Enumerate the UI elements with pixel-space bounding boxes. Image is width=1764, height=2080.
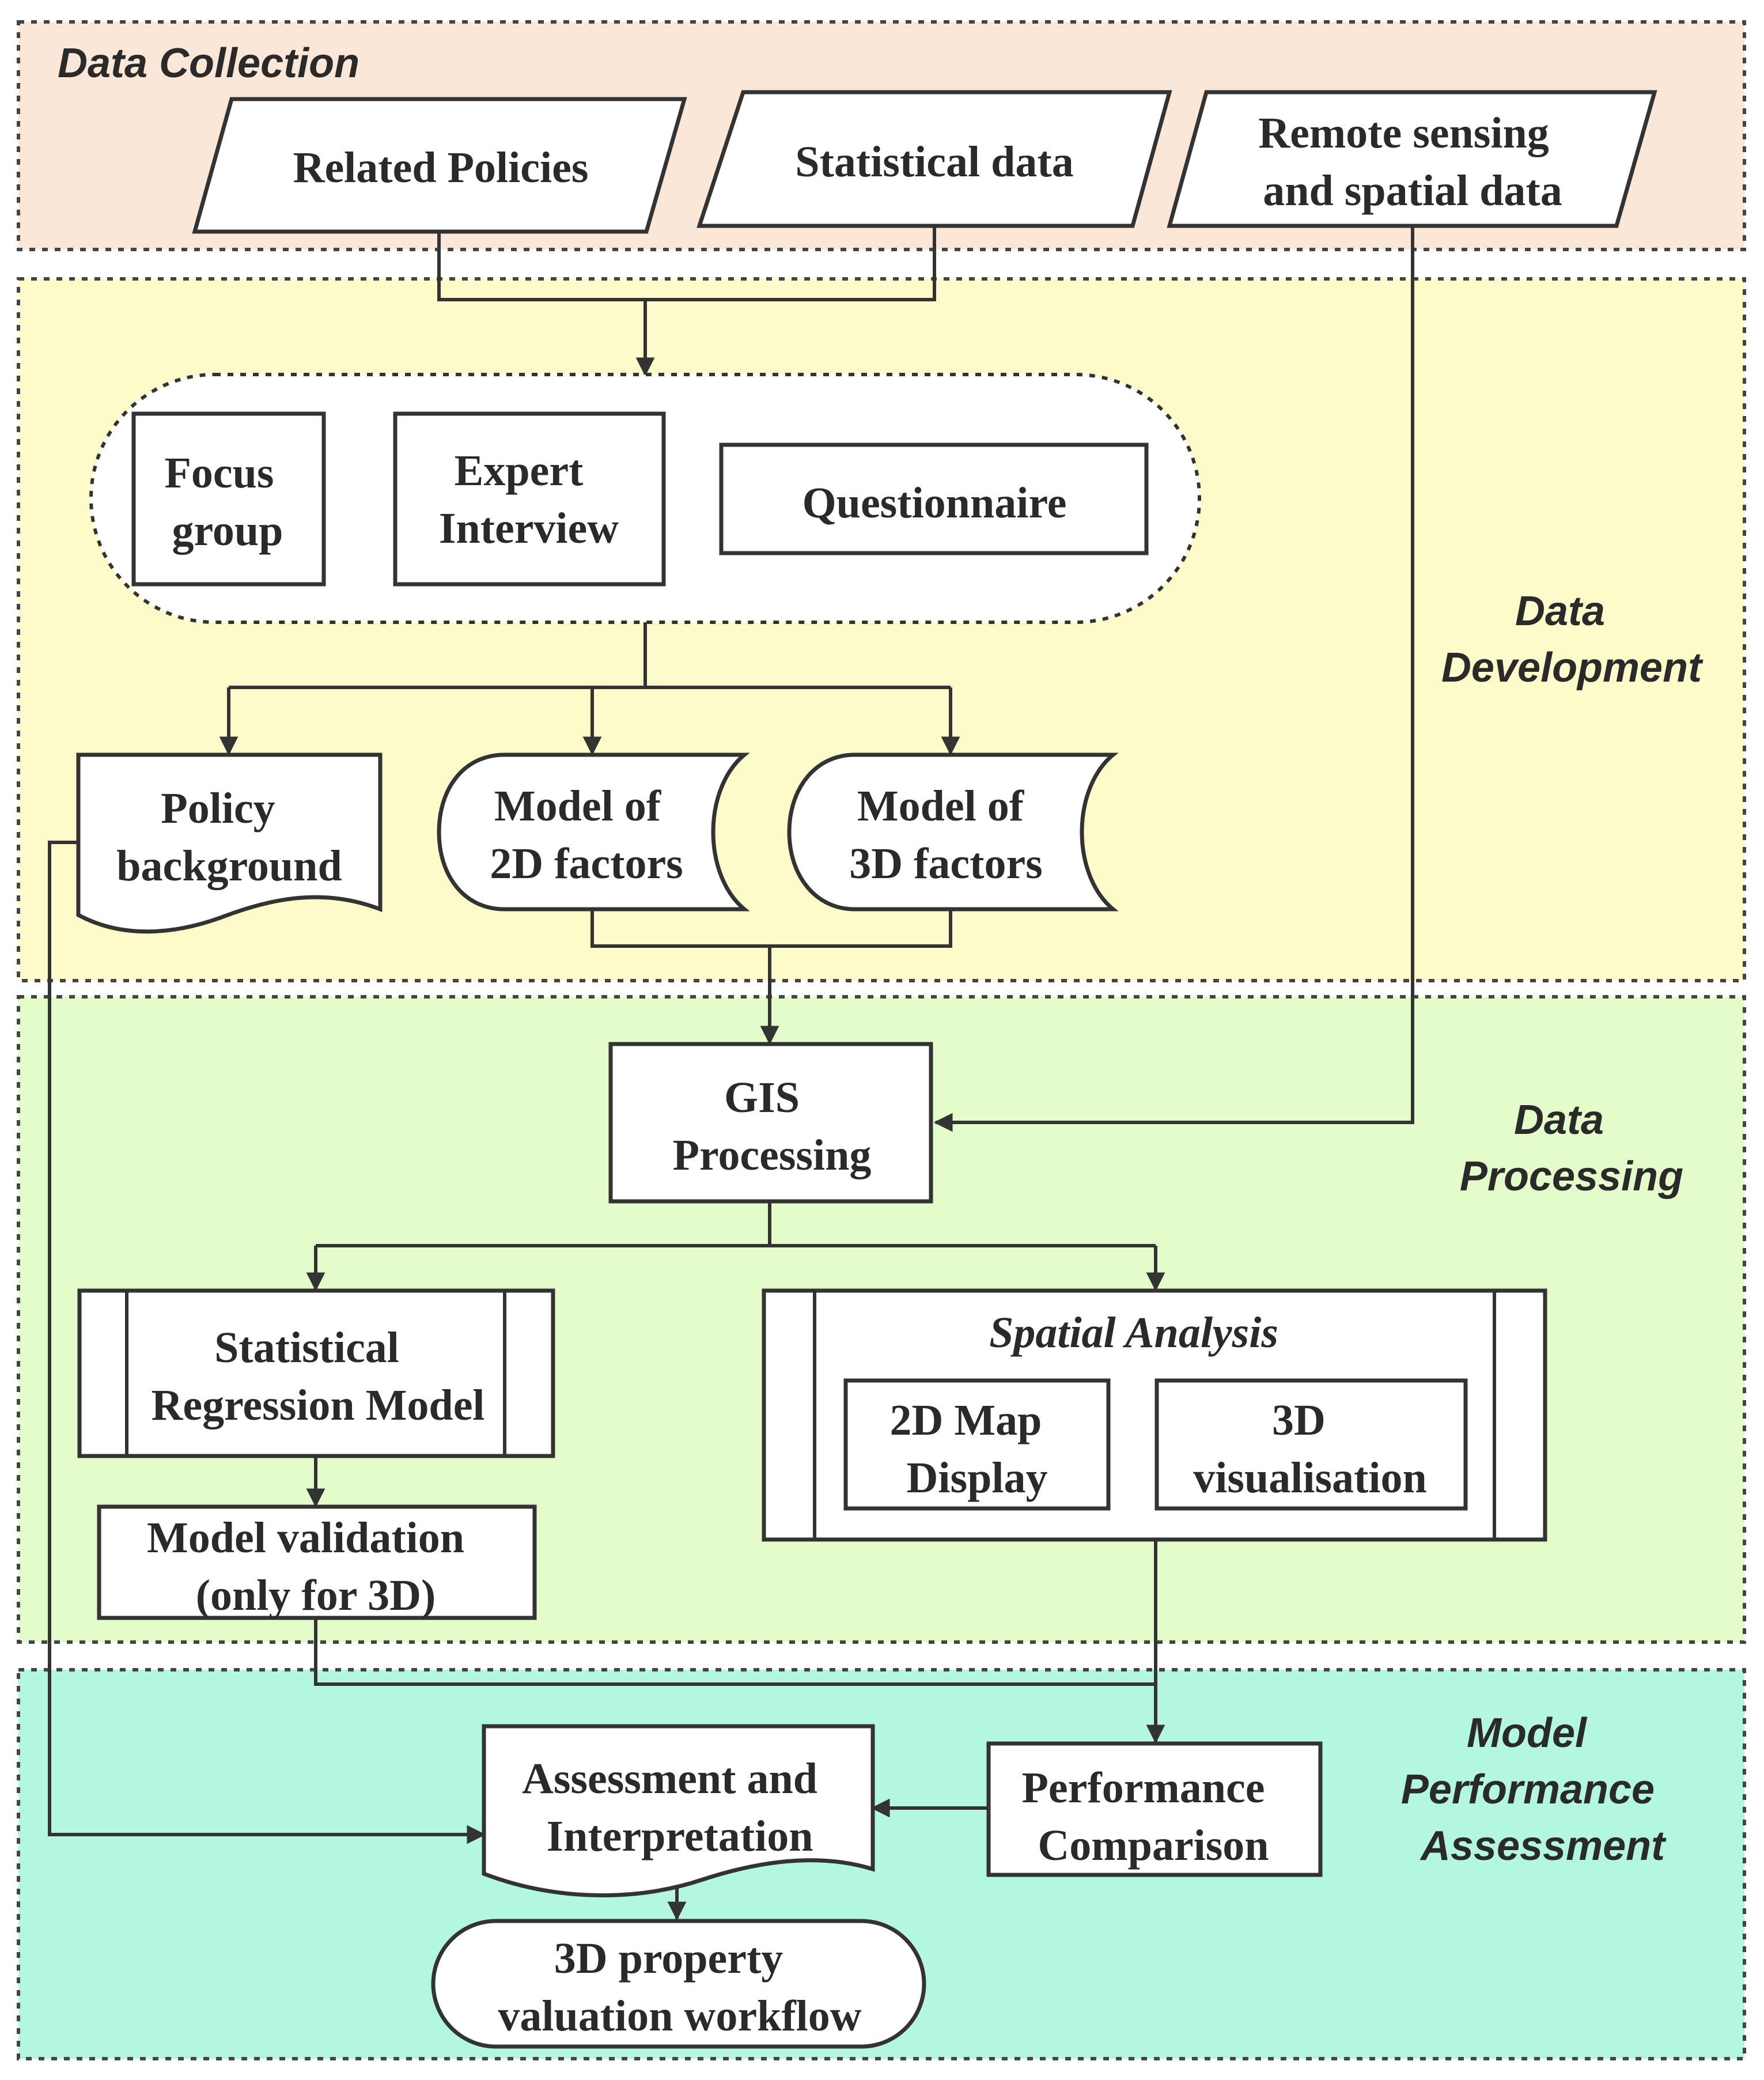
- node-performance-comparison: Performance Comparison: [986, 1741, 1323, 1877]
- node-related-policies: Related Policies: [192, 97, 687, 234]
- spatial-analysis-label: Spatial Analysis: [989, 1308, 1278, 1357]
- visualisation-3d-label: 3D visualisation: [1193, 1396, 1426, 1502]
- statistical-regression-label: Statistical Regression Model: [151, 1323, 484, 1429]
- data-processing-title: Data Processing: [1460, 1097, 1683, 1200]
- node-assessment-interpretation: Assessment and Interpretation: [482, 1724, 875, 1897]
- node-statistical-data: Statistical data: [696, 90, 1172, 228]
- model-2d-factors-label: Model of 2D factors: [490, 782, 683, 888]
- node-model-3d-factors: Model of 3D factors: [787, 752, 1119, 912]
- node-model-validation: Model validation (only for 3D): [97, 1504, 537, 1620]
- connector-remote-to-gis: [933, 226, 1414, 1132]
- node-statistical-regression: Statistical Regression Model: [77, 1288, 555, 1458]
- questionnaire-label: Questionnaire: [802, 479, 1067, 527]
- node-2d-map-display: 2D Map Display: [843, 1378, 1111, 1511]
- focus-group-label: Focus group: [165, 449, 285, 555]
- model-validation-label: Model validation (only for 3D): [147, 1514, 475, 1620]
- node-policy-background: Policy background: [76, 752, 383, 934]
- related-policies-label: Related Policies: [293, 143, 589, 192]
- expert-interview-label: Expert Interview: [439, 447, 619, 553]
- remote-sensing-label: Remote sensing and spatial data: [1258, 109, 1562, 215]
- node-questionnaire: Questionnaire: [719, 443, 1149, 555]
- node-focus-group: Focus group: [131, 411, 326, 587]
- node-model-2d-factors: Model of 2D factors: [437, 752, 750, 912]
- data-development-title: Data Development: [1441, 588, 1704, 691]
- statistical-data-label: Statistical data: [795, 138, 1073, 186]
- node-expert-interview: Expert Interview: [393, 411, 666, 587]
- connector-gis-split: [316, 1201, 1156, 1247]
- policy-background-label: Policy background: [116, 784, 342, 890]
- data-collection-title: Data Collection: [58, 40, 359, 86]
- node-valuation-workflow: 3D property valuation workflow: [431, 1919, 926, 2049]
- workflow-label: 3D property valuation workflow: [498, 1934, 861, 2040]
- node-remote-sensing: Remote sensing and spatial data: [1167, 90, 1657, 228]
- node-3d-visualisation: 3D visualisation: [1154, 1378, 1468, 1511]
- assessment-label: Assessment and Interpretation: [522, 1754, 828, 1860]
- connector-policy-to-assessment: [48, 841, 486, 1844]
- performance-comparison-label: Performance Comparison: [1022, 1764, 1276, 1870]
- gis-processing-label: GIS Processing: [673, 1073, 872, 1179]
- connector-policies-merge: [437, 226, 936, 301]
- model-3d-factors-label: Model of 3D factors: [849, 782, 1043, 888]
- connector-validation-merge: [314, 1618, 1156, 1686]
- map-2d-label: 2D Map Display: [890, 1396, 1053, 1502]
- model-assessment-title: Model Performance Assessment: [1401, 1710, 1667, 1869]
- node-gis-processing: GIS Processing: [608, 1042, 933, 1204]
